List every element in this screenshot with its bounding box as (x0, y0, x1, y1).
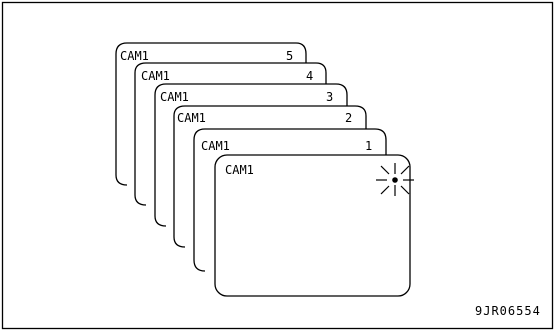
screen-front-camera-label: CAM1 (225, 163, 254, 177)
sparkle-burst-icon (376, 163, 414, 196)
screen-1-camera-label: CAM1 (201, 139, 230, 153)
screen-5-camera-label: CAM1 (120, 49, 149, 63)
reference-code: 9JR06554 (475, 304, 541, 318)
screen-1-number: 1 (365, 139, 372, 153)
screen-4-number: 4 (306, 69, 313, 83)
screen-3-camera-label: CAM1 (160, 90, 189, 104)
screen-front: CAM1 (214, 154, 411, 297)
screen-4-camera-label: CAM1 (141, 69, 170, 83)
screen-2-camera-label: CAM1 (177, 111, 206, 125)
screen-5-number: 5 (286, 49, 293, 63)
screen-2-number: 2 (345, 111, 352, 125)
screen-3-number: 3 (326, 90, 333, 104)
screen-front-outline (214, 154, 411, 297)
